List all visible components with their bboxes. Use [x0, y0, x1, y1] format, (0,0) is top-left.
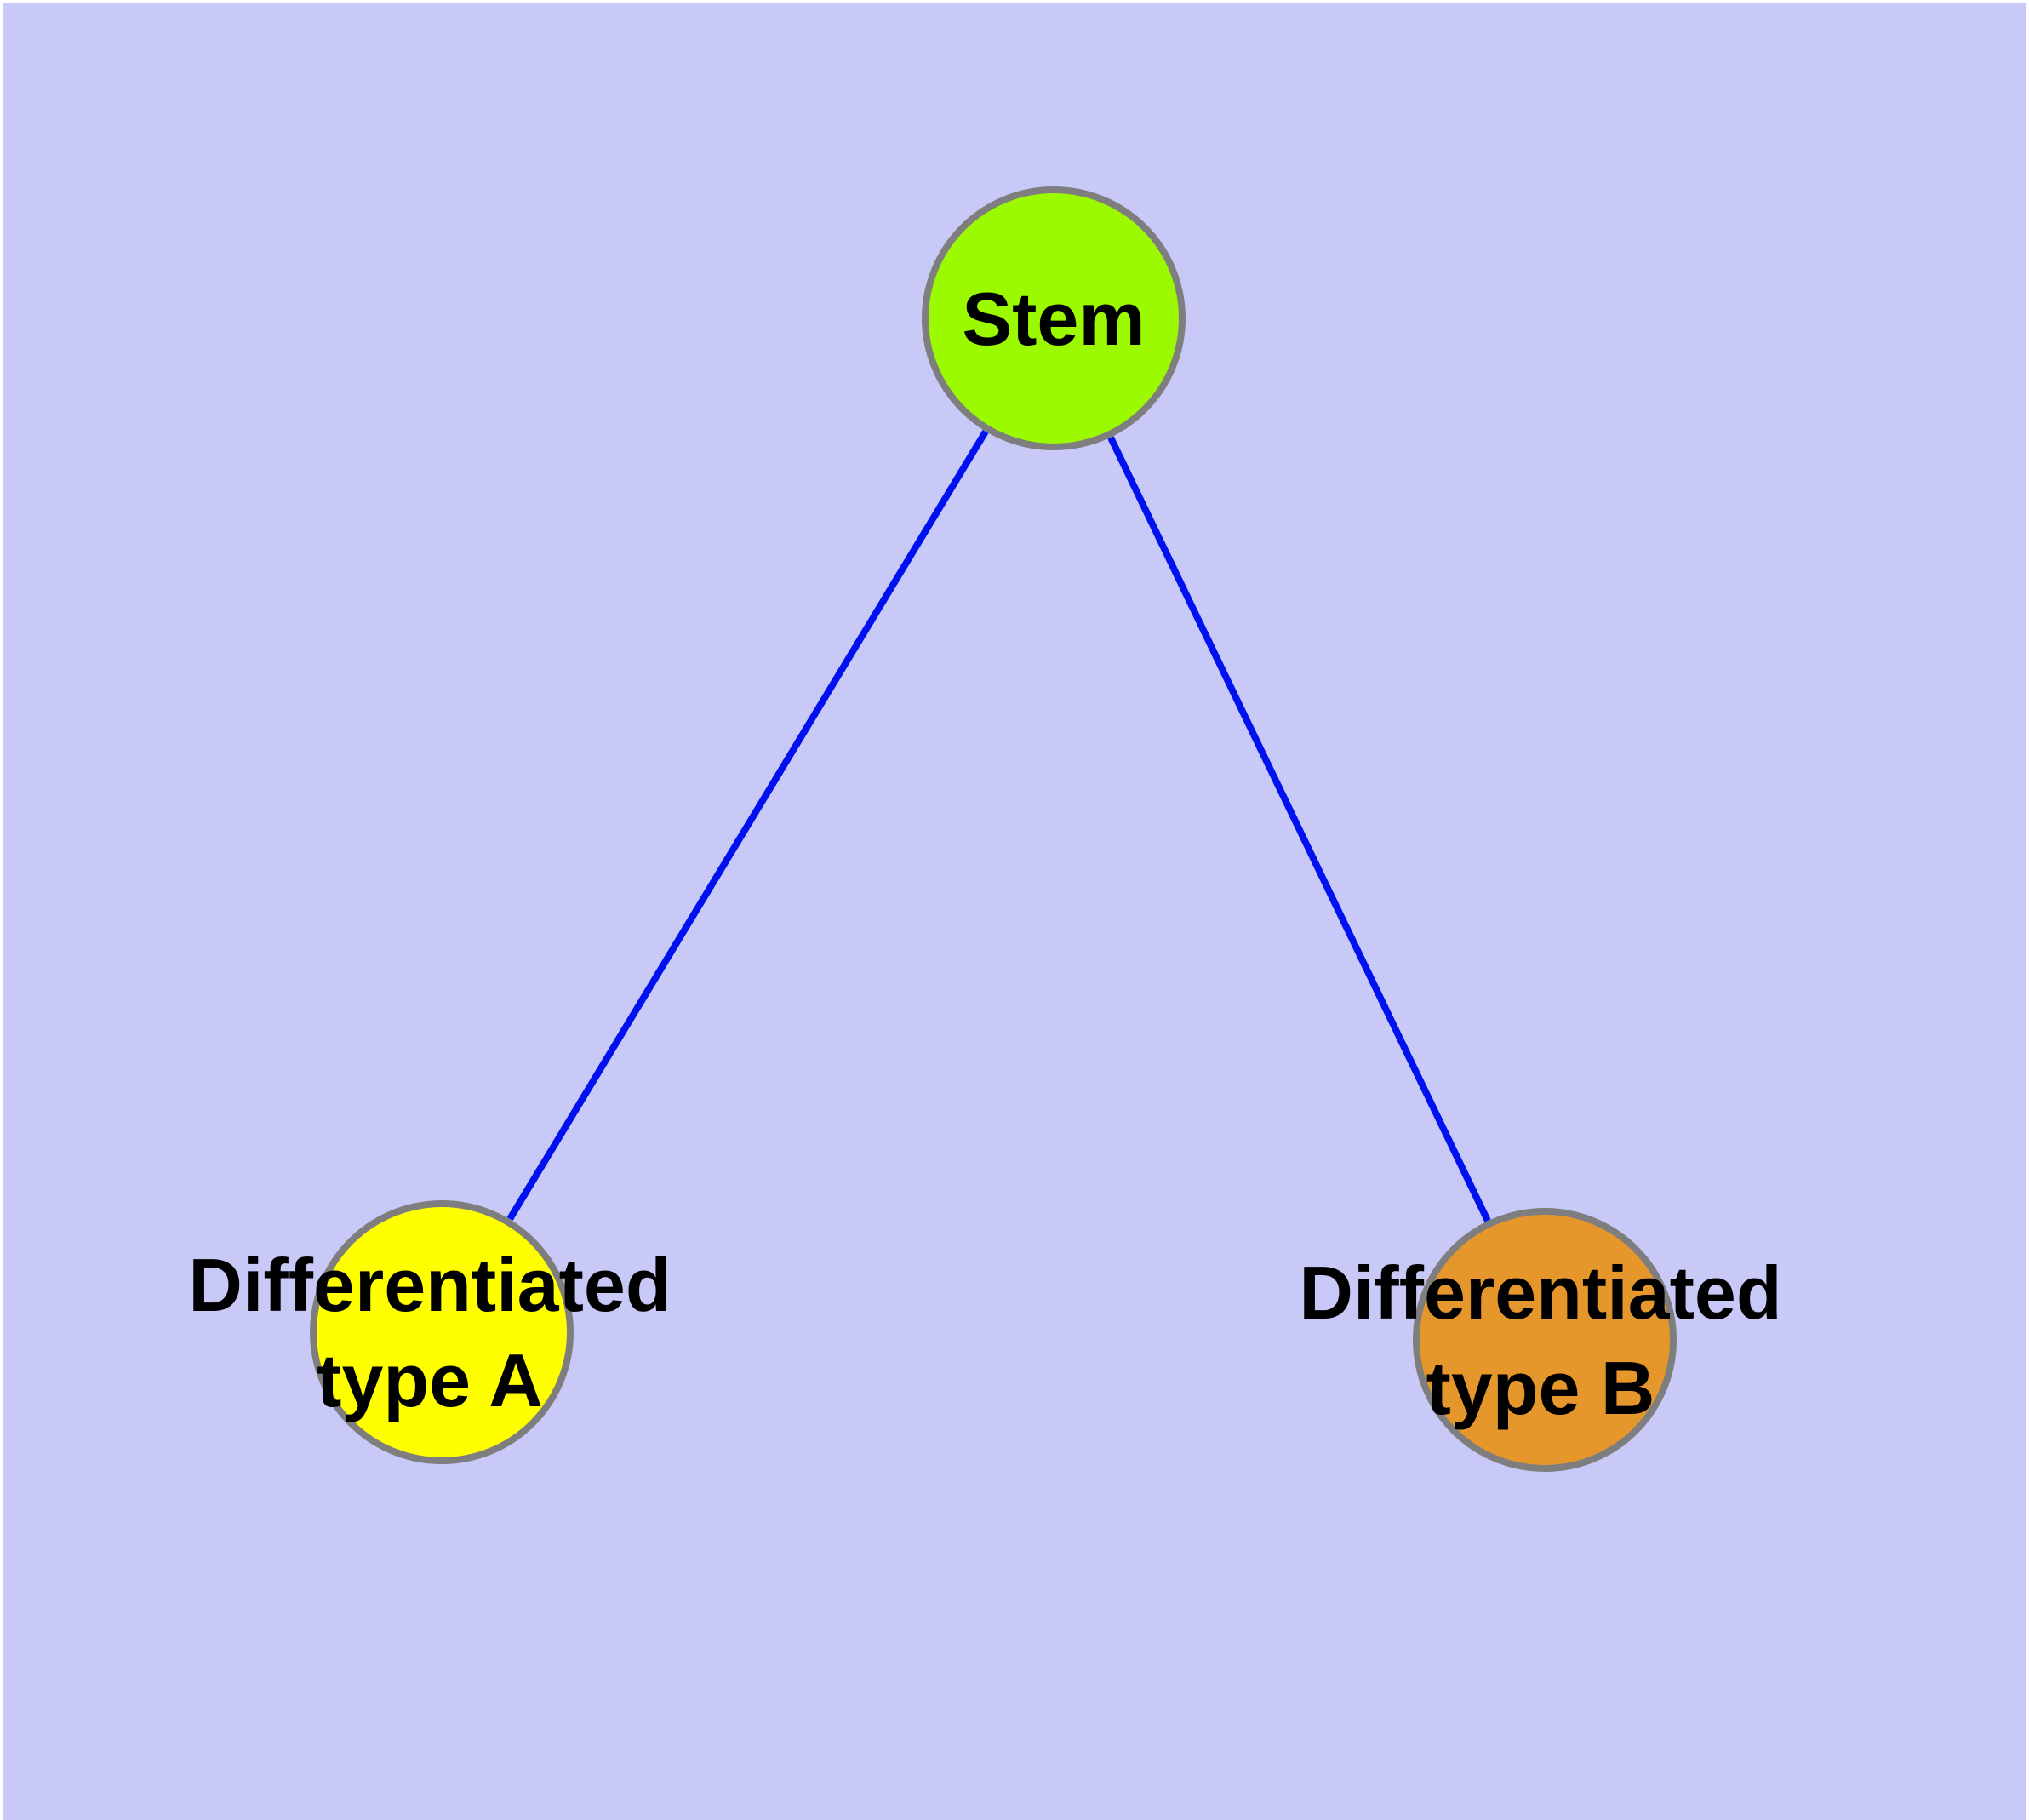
node-type-a-label-line1: Differentiated [188, 1243, 671, 1327]
node-differentiated-type-a [310, 1200, 574, 1464]
edge-stem-to-type-a [506, 429, 989, 1222]
node-type-b-label-line2: type B [1426, 1346, 1655, 1430]
node-differentiated-type-b [1413, 1208, 1677, 1472]
node-stem-label: Stem [962, 277, 1145, 361]
node-stem [922, 186, 1186, 450]
edge-stem-to-type-b [1107, 436, 1491, 1222]
node-type-b-label-line1: Differentiated [1299, 1251, 1781, 1335]
node-type-a-label-line2: type A [317, 1338, 543, 1422]
